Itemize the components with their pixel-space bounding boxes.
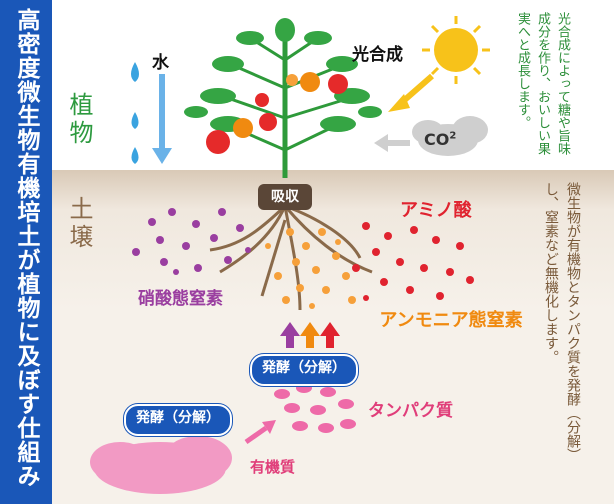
- ammonia-nitrogen-label: アンモニア態窒素: [379, 310, 523, 331]
- co2-cloud-icon: [412, 116, 488, 156]
- protein-label: タンパク質: [368, 401, 453, 421]
- soil-label: 土壌: [65, 196, 93, 252]
- amino-acid-label: アミノ酸: [400, 200, 472, 221]
- water-arrow: [152, 74, 172, 164]
- water-label: 水: [152, 53, 169, 73]
- sun-icon: [422, 16, 490, 84]
- diagram-title: 高密度微生物有機培土が植物に及ぼす仕組み: [13, 8, 39, 488]
- photosynthesis-note: 光合成によって糖や旨味成分を作り、おいしい果実へと成長します。: [515, 12, 570, 155]
- organic-matter-label: 有機質: [250, 458, 296, 476]
- water-drop-icon: [131, 62, 139, 164]
- co2-subscript: 2: [449, 130, 457, 142]
- title-band: 高密度微生物有機培土が植物に及ぼす仕組み: [0, 0, 52, 504]
- absorb-badge: 吸収: [258, 184, 312, 210]
- tomato-plant-icon: [184, 18, 382, 178]
- nitrate-nitrogen-label: 硝酸態窒素: [138, 289, 223, 309]
- organic-to-protein-arrow: [244, 420, 276, 445]
- co2-text: CO: [424, 130, 450, 149]
- microbe-note: 微生物が有機物とタンパク質を発酵（分解）し、窒素など無機化します。: [543, 182, 581, 462]
- photosynthesis-label: 光合成: [352, 45, 403, 65]
- amino-dots: [352, 222, 474, 301]
- up-arrows: [280, 322, 340, 348]
- fermentation-badge-upper: 発酵（分解）: [250, 354, 358, 386]
- root-icon: [209, 204, 373, 311]
- sunlight-arrow: [388, 73, 434, 112]
- co2-arrow: [374, 134, 410, 152]
- co2-label: CO2: [424, 130, 456, 149]
- ammonia-dots: [265, 228, 356, 309]
- organic-cloud-icon: [90, 436, 232, 494]
- protein-dots: [274, 383, 356, 433]
- fermentation-badge-lower: 発酵（分解）: [124, 404, 232, 436]
- nitrate-dots: [132, 208, 251, 275]
- tomato-fruits: [206, 72, 348, 154]
- plant-label: 植物: [65, 92, 93, 148]
